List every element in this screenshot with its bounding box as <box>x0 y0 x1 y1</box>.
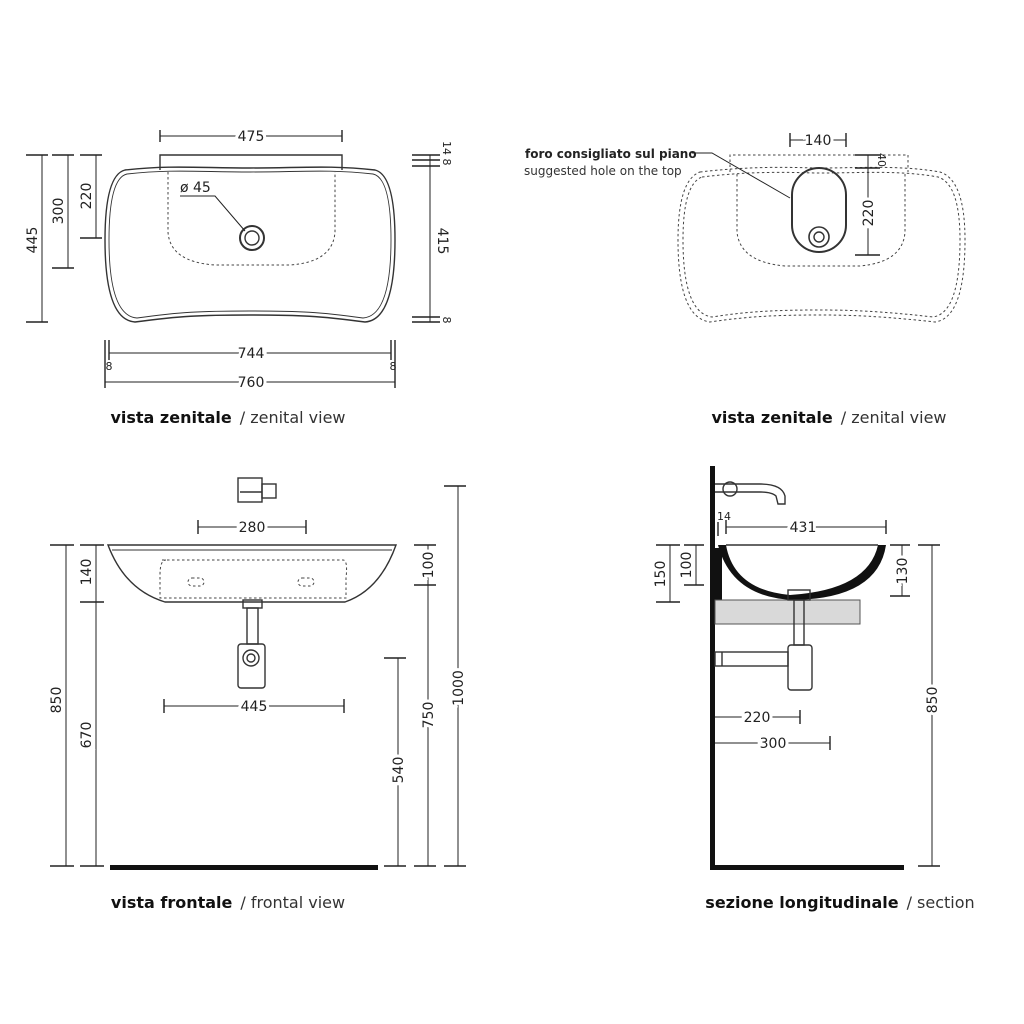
zenital-view-dimensioned: ø 45 475 445 300 220 415 14 8 8 <box>22 126 453 427</box>
dim-8-left: 8 <box>106 360 113 373</box>
siphon-outlet-inner <box>246 653 256 663</box>
dim-150: 150 <box>653 561 669 588</box>
dim-475: 475 <box>238 129 265 145</box>
dim-100-front: 100 <box>421 552 437 579</box>
dim-445-front: 445 <box>241 699 268 715</box>
basin-outline-outer <box>104 166 396 323</box>
floor-line <box>110 865 378 870</box>
caption-section: sezione longitudinale / section <box>705 893 974 912</box>
dim-dia45: ø 45 <box>180 180 211 196</box>
frontal-view: 280 445 850 140 670 540 100 750 1000 <box>46 477 470 912</box>
dim-140-front: 140 <box>79 559 95 586</box>
basin-inner-hidden <box>159 559 348 599</box>
siphon-body-section <box>787 644 813 691</box>
dim-14-section: 14 <box>717 510 731 523</box>
rear-ledge <box>159 154 343 170</box>
tap-knob <box>722 481 738 497</box>
dim-100-section: 100 <box>679 552 695 579</box>
basin-outline-dashed-outer <box>677 166 966 323</box>
dim-760: 760 <box>238 375 265 391</box>
dim-415: 415 <box>434 228 450 255</box>
caption-frontal: vista frontale / frontal view <box>111 893 345 912</box>
siphon-bottle <box>237 643 266 689</box>
floor-line-section <box>710 865 904 870</box>
caption-zenital-right: vista zenitale / zenital view <box>711 408 946 427</box>
dim-300-section: 300 <box>760 736 787 752</box>
siphon-outlet-section <box>714 651 789 667</box>
dim-670: 670 <box>79 722 95 749</box>
drain-hole <box>239 225 265 251</box>
dim-140: 140 <box>805 133 832 149</box>
siphon-pipe <box>246 607 259 645</box>
zenital-view-hole: foro consigliato sul piano suggested hol… <box>524 130 966 427</box>
overflow-slot-right <box>297 577 315 587</box>
suggested-hole <box>791 167 847 253</box>
inner-bowl-dashed <box>736 174 906 267</box>
tap-handle <box>261 483 277 499</box>
basin-front-outline <box>106 544 397 603</box>
dim-280: 280 <box>239 520 266 536</box>
dim-220-hole: 220 <box>861 200 877 227</box>
dim-40: 40 <box>875 153 888 167</box>
wall-tap <box>715 483 786 505</box>
counter-slab <box>714 599 861 625</box>
dim-8-right: 8 <box>390 360 397 373</box>
basin-rear-profile <box>715 548 722 600</box>
wall <box>710 466 715 870</box>
dim-8-top: 8 <box>440 159 453 166</box>
section-view: 14 431 150 100 130 850 220 300 <box>650 466 975 912</box>
dim-540: 540 <box>391 757 407 784</box>
siphon-outlet <box>242 649 260 667</box>
dim-850-front: 850 <box>49 687 65 714</box>
dim-431: 431 <box>790 520 817 536</box>
dim-220: 220 <box>79 183 95 210</box>
dim-850-section: 850 <box>925 687 941 714</box>
dim-1000: 1000 <box>451 670 467 706</box>
inner-bowl-hidden <box>167 172 336 266</box>
drain-circle <box>808 226 830 248</box>
dim-14: 14 <box>440 141 453 155</box>
dim-220-section: 220 <box>744 710 771 726</box>
tap-body <box>237 477 263 503</box>
dim-300: 300 <box>51 198 67 225</box>
caption-zenital-left: vista zenitale / zenital view <box>110 408 345 427</box>
note-italian: foro consigliato sul piano <box>525 147 697 161</box>
dim-744: 744 <box>238 346 265 362</box>
dim-750: 750 <box>421 702 437 729</box>
note-leader <box>692 152 791 199</box>
basin-section-shell <box>718 545 886 600</box>
dim-130: 130 <box>895 558 911 585</box>
rear-ledge-dashed <box>729 154 909 172</box>
basin-outline-inner <box>108 170 392 319</box>
drain-flange <box>242 599 263 609</box>
basin-outline-dashed-inner <box>682 171 961 318</box>
dim-8-bottom: 8 <box>440 317 453 324</box>
dim-445: 445 <box>25 227 41 254</box>
note-english: suggested hole on the top <box>524 164 682 178</box>
drain-circle-inner <box>813 231 825 243</box>
overflow-slot-left <box>187 577 205 587</box>
drain-hole-inner <box>244 230 260 246</box>
diameter-leader <box>180 195 246 232</box>
